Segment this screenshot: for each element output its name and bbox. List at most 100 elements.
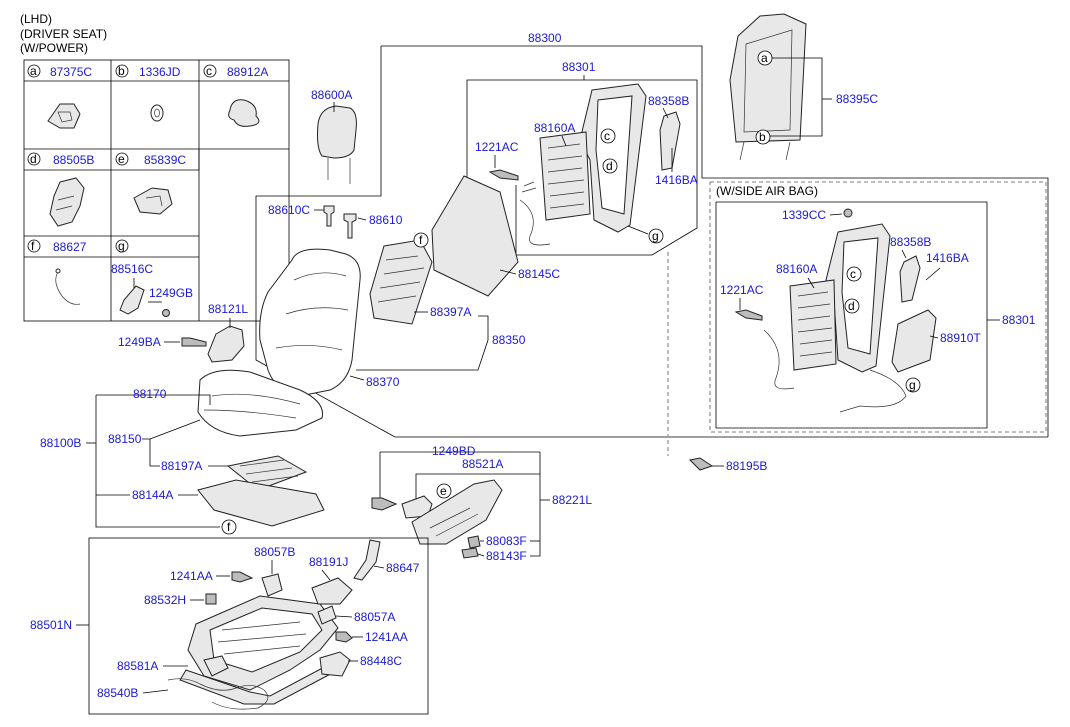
legend-letter-d: d — [30, 152, 37, 166]
callout-88057A[interactable]: 88057A — [354, 610, 395, 624]
legend-cell-f[interactable]: f 88627 — [27, 239, 87, 305]
header-driver-seat: (DRIVER SEAT) — [20, 27, 107, 41]
lumbar-plate-sab — [789, 279, 837, 371]
guide-88610 — [343, 213, 357, 239]
side-cover-88121L — [207, 325, 245, 363]
callout-1249BD[interactable]: 1249BD — [432, 444, 476, 458]
back-pad-88145C — [431, 175, 519, 297]
grommet-1336JD-icon — [150, 104, 164, 122]
callout-88501N[interactable]: 88501N — [30, 618, 72, 632]
letter-e-side: e — [440, 484, 447, 498]
seat-track-frame — [179, 595, 339, 705]
callout-88144A[interactable]: 88144A — [132, 488, 173, 502]
bolt-88195B — [688, 457, 714, 471]
callout-88301-right[interactable]: 88301 — [1002, 313, 1036, 327]
bracket-88358B-top — [659, 111, 681, 171]
callout-88397A[interactable]: 88397A — [430, 305, 471, 319]
letter-g-sab: g — [909, 378, 916, 392]
clip-88532H — [205, 593, 217, 605]
callout-88647[interactable]: 88647 — [386, 561, 420, 575]
screw-1241AA-right — [335, 631, 353, 643]
callout-88191J[interactable]: 88191J — [309, 555, 348, 569]
lumbar-plate-top — [539, 131, 591, 221]
knob-88143F — [461, 547, 479, 559]
callout-88540B[interactable]: 88540B — [97, 686, 138, 700]
legend-part-85839C[interactable]: 85839C — [144, 153, 186, 167]
legend-letter-b: b — [118, 64, 125, 78]
callout-88910T[interactable]: 88910T — [940, 331, 981, 345]
callout-88100B[interactable]: 88100B — [40, 436, 81, 450]
callout-88350[interactable]: 88350 — [492, 333, 526, 347]
callout-1339CC[interactable]: 1339CC — [782, 208, 826, 222]
motor-88448C — [319, 651, 351, 677]
seat-back-frame-sab — [789, 223, 891, 373]
callout-88448C[interactable]: 88448C — [360, 654, 402, 668]
legend-part-88627[interactable]: 88627 — [53, 240, 87, 254]
callout-88121L[interactable]: 88121L — [208, 302, 248, 316]
callout-1416BA-sab[interactable]: 1416BA — [926, 251, 969, 265]
legend-cell-c[interactable]: c 88912A — [203, 64, 268, 127]
callout-88300[interactable]: 88300 — [528, 31, 562, 45]
callout-88600A[interactable]: 88600A — [311, 88, 352, 102]
screw-1241AA-left — [231, 571, 254, 583]
callout-88370[interactable]: 88370 — [366, 375, 400, 389]
clip-87375C-icon — [47, 103, 81, 129]
callout-1221AC-sab[interactable]: 1221AC — [720, 283, 764, 297]
callout-88581A[interactable]: 88581A — [117, 659, 158, 673]
screw-1249BD — [371, 497, 398, 511]
legend-part-1249GB[interactable]: 1249GB — [149, 286, 193, 300]
screw-1221AC-top — [488, 169, 519, 181]
seat-back-frame-top — [539, 83, 647, 233]
header-lhd: (LHD) — [20, 12, 52, 26]
airbag-module-88910T — [891, 309, 937, 373]
legend-cell-a[interactable]: a 87375C — [27, 64, 92, 129]
legend-letter-a: a — [30, 64, 37, 78]
legend-part-1336JD[interactable]: 1336JD — [139, 65, 181, 79]
legend-cell-b[interactable]: b 1336JD — [115, 64, 181, 122]
legend-cell-e[interactable]: e 85839C — [115, 152, 186, 215]
callout-88610[interactable]: 88610 — [369, 213, 403, 227]
legend-cell-g[interactable]: g 88516C 1249GB — [111, 239, 193, 317]
knob-88083F — [467, 535, 481, 549]
callout-88532H[interactable]: 88532H — [144, 593, 186, 607]
callout-88057B[interactable]: 88057B — [254, 545, 295, 559]
callout-88145C[interactable]: 88145C — [518, 267, 560, 281]
assembly-88300-outline — [255, 45, 1049, 438]
legend-part-87375C[interactable]: 87375C — [50, 65, 92, 79]
callout-88358B-sab[interactable]: 88358B — [890, 235, 931, 249]
callout-88221L[interactable]: 88221L — [552, 493, 592, 507]
legend-part-88912A[interactable]: 88912A — [227, 65, 268, 79]
switch-88521A — [401, 495, 433, 519]
legend-part-88516C[interactable]: 88516C — [111, 262, 153, 276]
callout-1416BA-top[interactable]: 1416BA — [655, 173, 698, 187]
callout-88195B[interactable]: 88195B — [726, 459, 767, 473]
motor-88581A — [203, 655, 229, 677]
callout-88150[interactable]: 88150 — [108, 432, 142, 446]
cushion-pad-88144A — [197, 479, 325, 527]
clip-88912A-icon — [228, 99, 260, 127]
callout-88160A-sab[interactable]: 88160A — [776, 262, 817, 276]
back-cover-88395C — [729, 13, 807, 161]
callout-88395C[interactable]: 88395C — [836, 92, 878, 106]
callout-88301-top[interactable]: 88301 — [562, 60, 596, 74]
side-airbag-box — [709, 181, 1047, 433]
callout-88170[interactable]: 88170 — [133, 387, 167, 401]
wiring-harness-88540B — [167, 678, 269, 710]
letter-b-top: b — [759, 130, 766, 144]
side-shield-88221L — [411, 479, 503, 545]
callout-1241AA-left[interactable]: 1241AA — [170, 569, 213, 583]
legend-part-88505B[interactable]: 88505B — [53, 153, 94, 167]
callout-1241AA-right[interactable]: 1241AA — [365, 630, 408, 644]
callout-88358B-top[interactable]: 88358B — [648, 94, 689, 108]
legend-cell-d[interactable]: d 88505B — [27, 152, 94, 227]
callout-88160A-top[interactable]: 88160A — [534, 121, 575, 135]
seat-back-cover — [259, 248, 361, 397]
callout-88143F[interactable]: 88143F — [486, 549, 527, 563]
callout-88521A[interactable]: 88521A — [462, 457, 503, 471]
callout-88610C[interactable]: 88610C — [268, 203, 310, 217]
callout-88197A[interactable]: 88197A — [161, 459, 202, 473]
callout-1249BA[interactable]: 1249BA — [118, 335, 161, 349]
side-airbag-title: (W/SIDE AIR BAG) — [716, 184, 818, 198]
callout-88083F[interactable]: 88083F — [486, 534, 527, 548]
callout-1221AC-top[interactable]: 1221AC — [475, 140, 519, 154]
